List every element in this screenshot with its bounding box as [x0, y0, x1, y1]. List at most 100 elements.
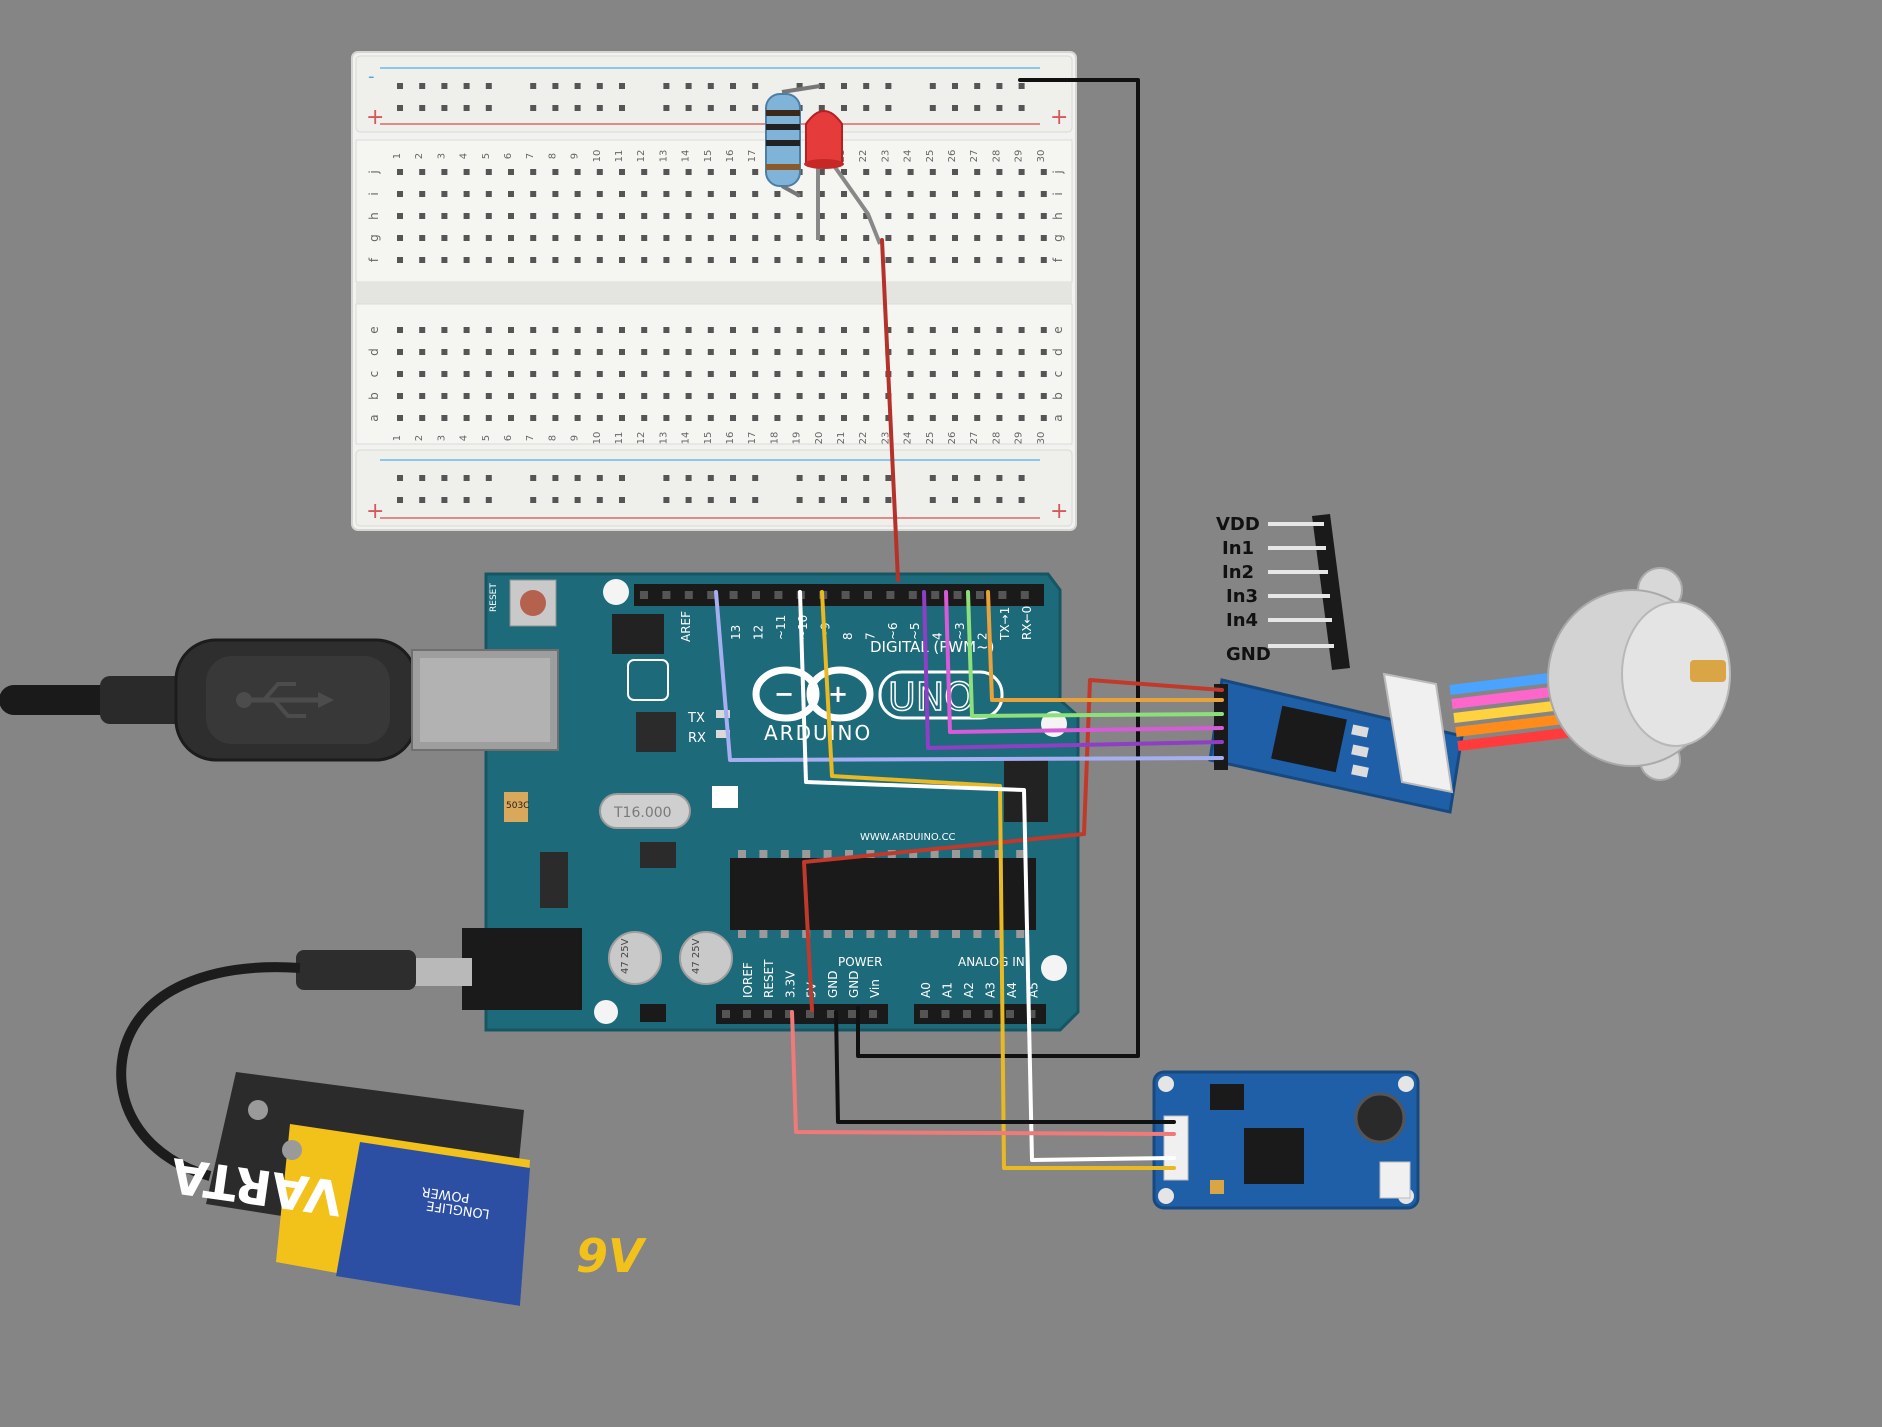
- uln2003-chip: [1271, 705, 1347, 773]
- microphone: [1354, 1092, 1406, 1144]
- uno-model: UNO: [888, 675, 974, 719]
- rail-hole: [952, 83, 958, 89]
- terminal-hole: [641, 169, 648, 175]
- terminal-hole: [1040, 169, 1047, 175]
- terminal-hole: [1018, 327, 1025, 333]
- chip-leg: [1016, 850, 1025, 858]
- reset-label: RESET: [489, 583, 499, 612]
- terminal-hole: [974, 349, 981, 355]
- side-header-strip: [1312, 514, 1350, 670]
- sensor-chip: [1244, 1128, 1304, 1184]
- terminal-hole: [574, 327, 581, 333]
- pin-label: RESET: [762, 959, 776, 998]
- mounting-hole-3: [1041, 955, 1067, 981]
- aref-label: AREF: [679, 611, 693, 642]
- terminal-hole: [929, 257, 936, 263]
- chip-leg: [802, 850, 811, 858]
- rail-hole: [663, 105, 670, 111]
- terminal-hole: [530, 169, 537, 175]
- chip-leg: [930, 930, 939, 938]
- terminal-hole: [441, 393, 448, 399]
- terminal-hole: [907, 213, 914, 219]
- terminal-hole: [596, 371, 603, 377]
- terminal-hole: [885, 235, 892, 241]
- terminal-hole: [907, 235, 914, 241]
- analog-header: [914, 1004, 1046, 1024]
- atmega-chip: [730, 858, 1036, 930]
- header-pin: [662, 591, 671, 599]
- row-number: 7: [525, 435, 536, 441]
- row-number: 6: [503, 153, 514, 159]
- rail-hole: [929, 475, 936, 481]
- row-number: 15: [703, 150, 714, 163]
- terminal-hole: [552, 371, 559, 377]
- usb-icon: [236, 682, 334, 718]
- terminal-hole: [596, 349, 603, 355]
- logo-minus: −: [774, 680, 794, 708]
- row-number: 24: [903, 432, 914, 445]
- rail-hole: [596, 105, 603, 111]
- terminal-hole: [907, 169, 914, 175]
- row-number: 26: [947, 432, 958, 445]
- rail-hole: [730, 83, 736, 89]
- terminal-hole: [996, 213, 1003, 219]
- row-number: 3: [436, 153, 447, 159]
- terminal-hole: [730, 371, 736, 377]
- header-pin: [841, 591, 850, 599]
- terminal-hole: [619, 235, 625, 241]
- wire-red-led: [880, 238, 900, 582]
- terminal-hole: [885, 327, 892, 333]
- top-rail-plus-left: +: [366, 105, 384, 130]
- pin-label: GND: [847, 970, 861, 998]
- row-number: 2: [414, 153, 425, 159]
- row-number: 17: [747, 150, 758, 163]
- led-anode-leg: [828, 158, 882, 245]
- terminal-hole: [641, 393, 648, 399]
- sensor-hole-3: [1158, 1188, 1174, 1204]
- pin-label: Vin: [868, 979, 882, 998]
- terminal-hole: [641, 235, 648, 241]
- row-number: 25: [925, 432, 936, 445]
- dc-plug-barrel: [412, 958, 472, 986]
- rail-hole: [974, 83, 981, 89]
- terminal-hole: [796, 371, 803, 377]
- capacitor-2: [679, 931, 733, 985]
- bottom-terminal-strip: [355, 303, 1073, 445]
- row-number: 29: [1014, 150, 1025, 163]
- terminal-hole: [863, 257, 870, 263]
- row-number: 9: [570, 435, 581, 441]
- terminal-hole: [552, 393, 559, 399]
- row-letter: b: [1051, 392, 1065, 400]
- terminal-hole: [663, 349, 670, 355]
- row-letter: h: [367, 212, 381, 220]
- chip-leg: [1016, 930, 1025, 938]
- pin-label-vdd: VDD: [1216, 514, 1260, 535]
- terminal-hole: [996, 257, 1003, 263]
- terminal-hole: [818, 235, 825, 241]
- terminal-hole: [552, 327, 559, 333]
- terminal-hole: [996, 191, 1003, 197]
- capacitor-1: [608, 931, 662, 985]
- pin-label: 8: [841, 632, 855, 640]
- rx-label: RX: [688, 731, 706, 746]
- terminal-hole: [530, 371, 537, 377]
- row-number: 7: [525, 153, 536, 159]
- pin-label: GND: [826, 970, 840, 998]
- terminal-hole: [1040, 257, 1047, 263]
- wires: [714, 78, 1224, 1170]
- sensor-cap: [1210, 1180, 1224, 1194]
- terminal-hole: [685, 213, 692, 219]
- terminal-hole: [397, 191, 403, 197]
- rail-hole: [863, 475, 870, 481]
- chip-leg: [973, 850, 982, 858]
- rail-hole: [552, 497, 559, 503]
- rail-hole: [952, 105, 958, 111]
- terminal-hole: [463, 257, 470, 263]
- rail-hole: [485, 83, 492, 89]
- terminal-hole: [818, 349, 825, 355]
- reset-button-cap[interactable]: [520, 590, 546, 616]
- header-pin: [998, 591, 1007, 599]
- led-body: [805, 110, 843, 165]
- row-number: 12: [636, 150, 647, 163]
